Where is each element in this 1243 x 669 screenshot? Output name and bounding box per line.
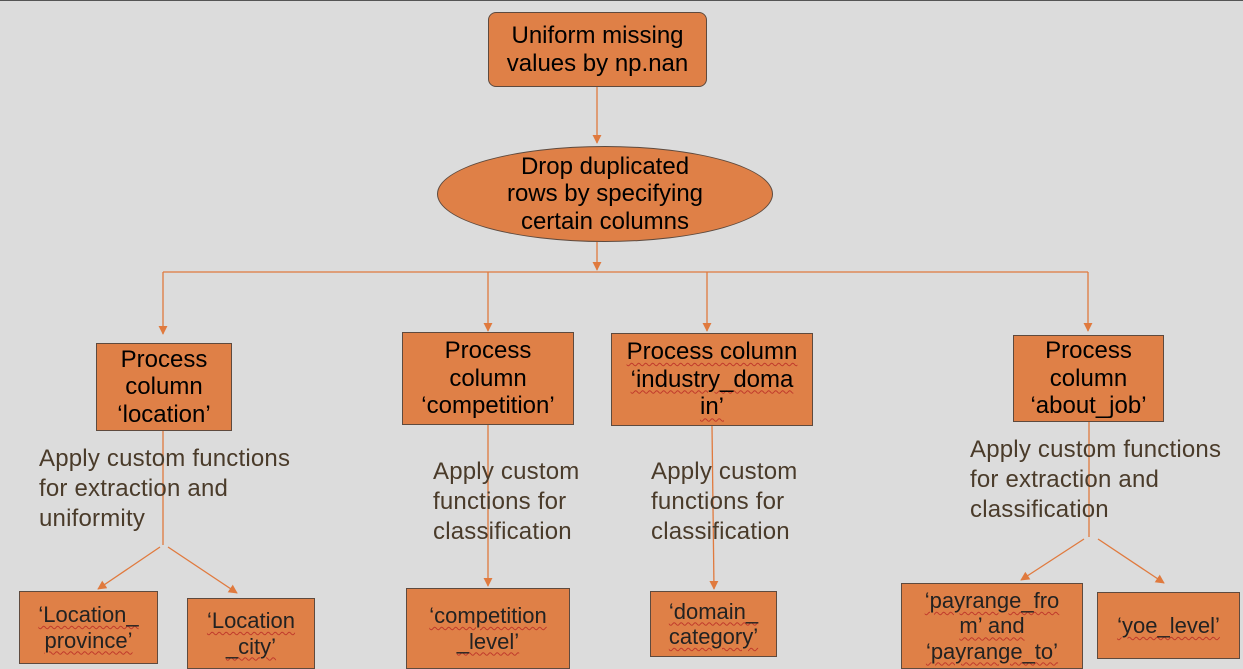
- connector-to-payrange: [1020, 538, 1085, 581]
- node-drop-duplicates: Drop duplicated rows by specifying certa…: [437, 146, 773, 242]
- note-competition: Apply custom functions for classificatio…: [433, 458, 580, 545]
- node-process-location: Process column ‘location’: [96, 343, 232, 431]
- top-border: [0, 0, 1243, 1]
- node-drop-duplicates-label: Drop duplicated rows by specifying certa…: [506, 152, 704, 235]
- node-yoe-level: ‘yoe_level’: [1097, 592, 1240, 659]
- node-payrange: ‘payrange_fro m’ and ‘payrange_to’: [901, 583, 1083, 669]
- node-uniform-missing-values: Uniform missing values by np.nan: [488, 12, 707, 87]
- node-payrange-label: ‘payrange_fro m’ and ‘payrange_to’: [924, 588, 1060, 664]
- note-about-job: Apply custom functions for extraction an…: [970, 436, 1222, 523]
- node-yoe-level-label: ‘yoe_level’: [1117, 612, 1220, 638]
- node-uniform-missing-values-label: Uniform missing values by np.nan: [506, 21, 689, 77]
- node-competition-level: ‘competition _level’: [406, 588, 570, 669]
- note-industry: Apply custom functions for classificatio…: [651, 458, 798, 545]
- node-domain-category: ‘domain_ category’: [650, 591, 777, 657]
- connector-to-city: [167, 546, 238, 594]
- node-location-province-label: ‘Location_ province’: [38, 602, 139, 653]
- connector-to-domain-category: [709, 425, 719, 590]
- node-location-city-label: ‘Location _city’: [206, 608, 296, 659]
- connector-to-yoe: [1097, 538, 1165, 584]
- node-process-industry-domain-label: Process column ‘industry_doma in’: [626, 338, 798, 421]
- node-process-industry-domain: Process column ‘industry_doma in’: [611, 333, 813, 426]
- node-location-city: ‘Location _city’: [187, 598, 315, 669]
- connector-to-province: [97, 546, 161, 590]
- note-location: Apply custom functions for extraction an…: [39, 445, 291, 532]
- node-competition-level-label: ‘competition _level’: [429, 603, 547, 654]
- node-process-location-label: Process column ‘location’: [117, 345, 211, 428]
- node-process-competition-label: Process column ‘competition’: [421, 337, 555, 420]
- node-process-about-job-label: Process column ‘about_job’: [1030, 337, 1147, 420]
- node-process-competition: Process column ‘competition’: [402, 332, 574, 425]
- node-domain-category-label: ‘domain_ category’: [668, 598, 759, 649]
- node-location-province: ‘Location_ province’: [19, 591, 158, 664]
- node-process-about-job: Process column ‘about_job’: [1013, 335, 1164, 422]
